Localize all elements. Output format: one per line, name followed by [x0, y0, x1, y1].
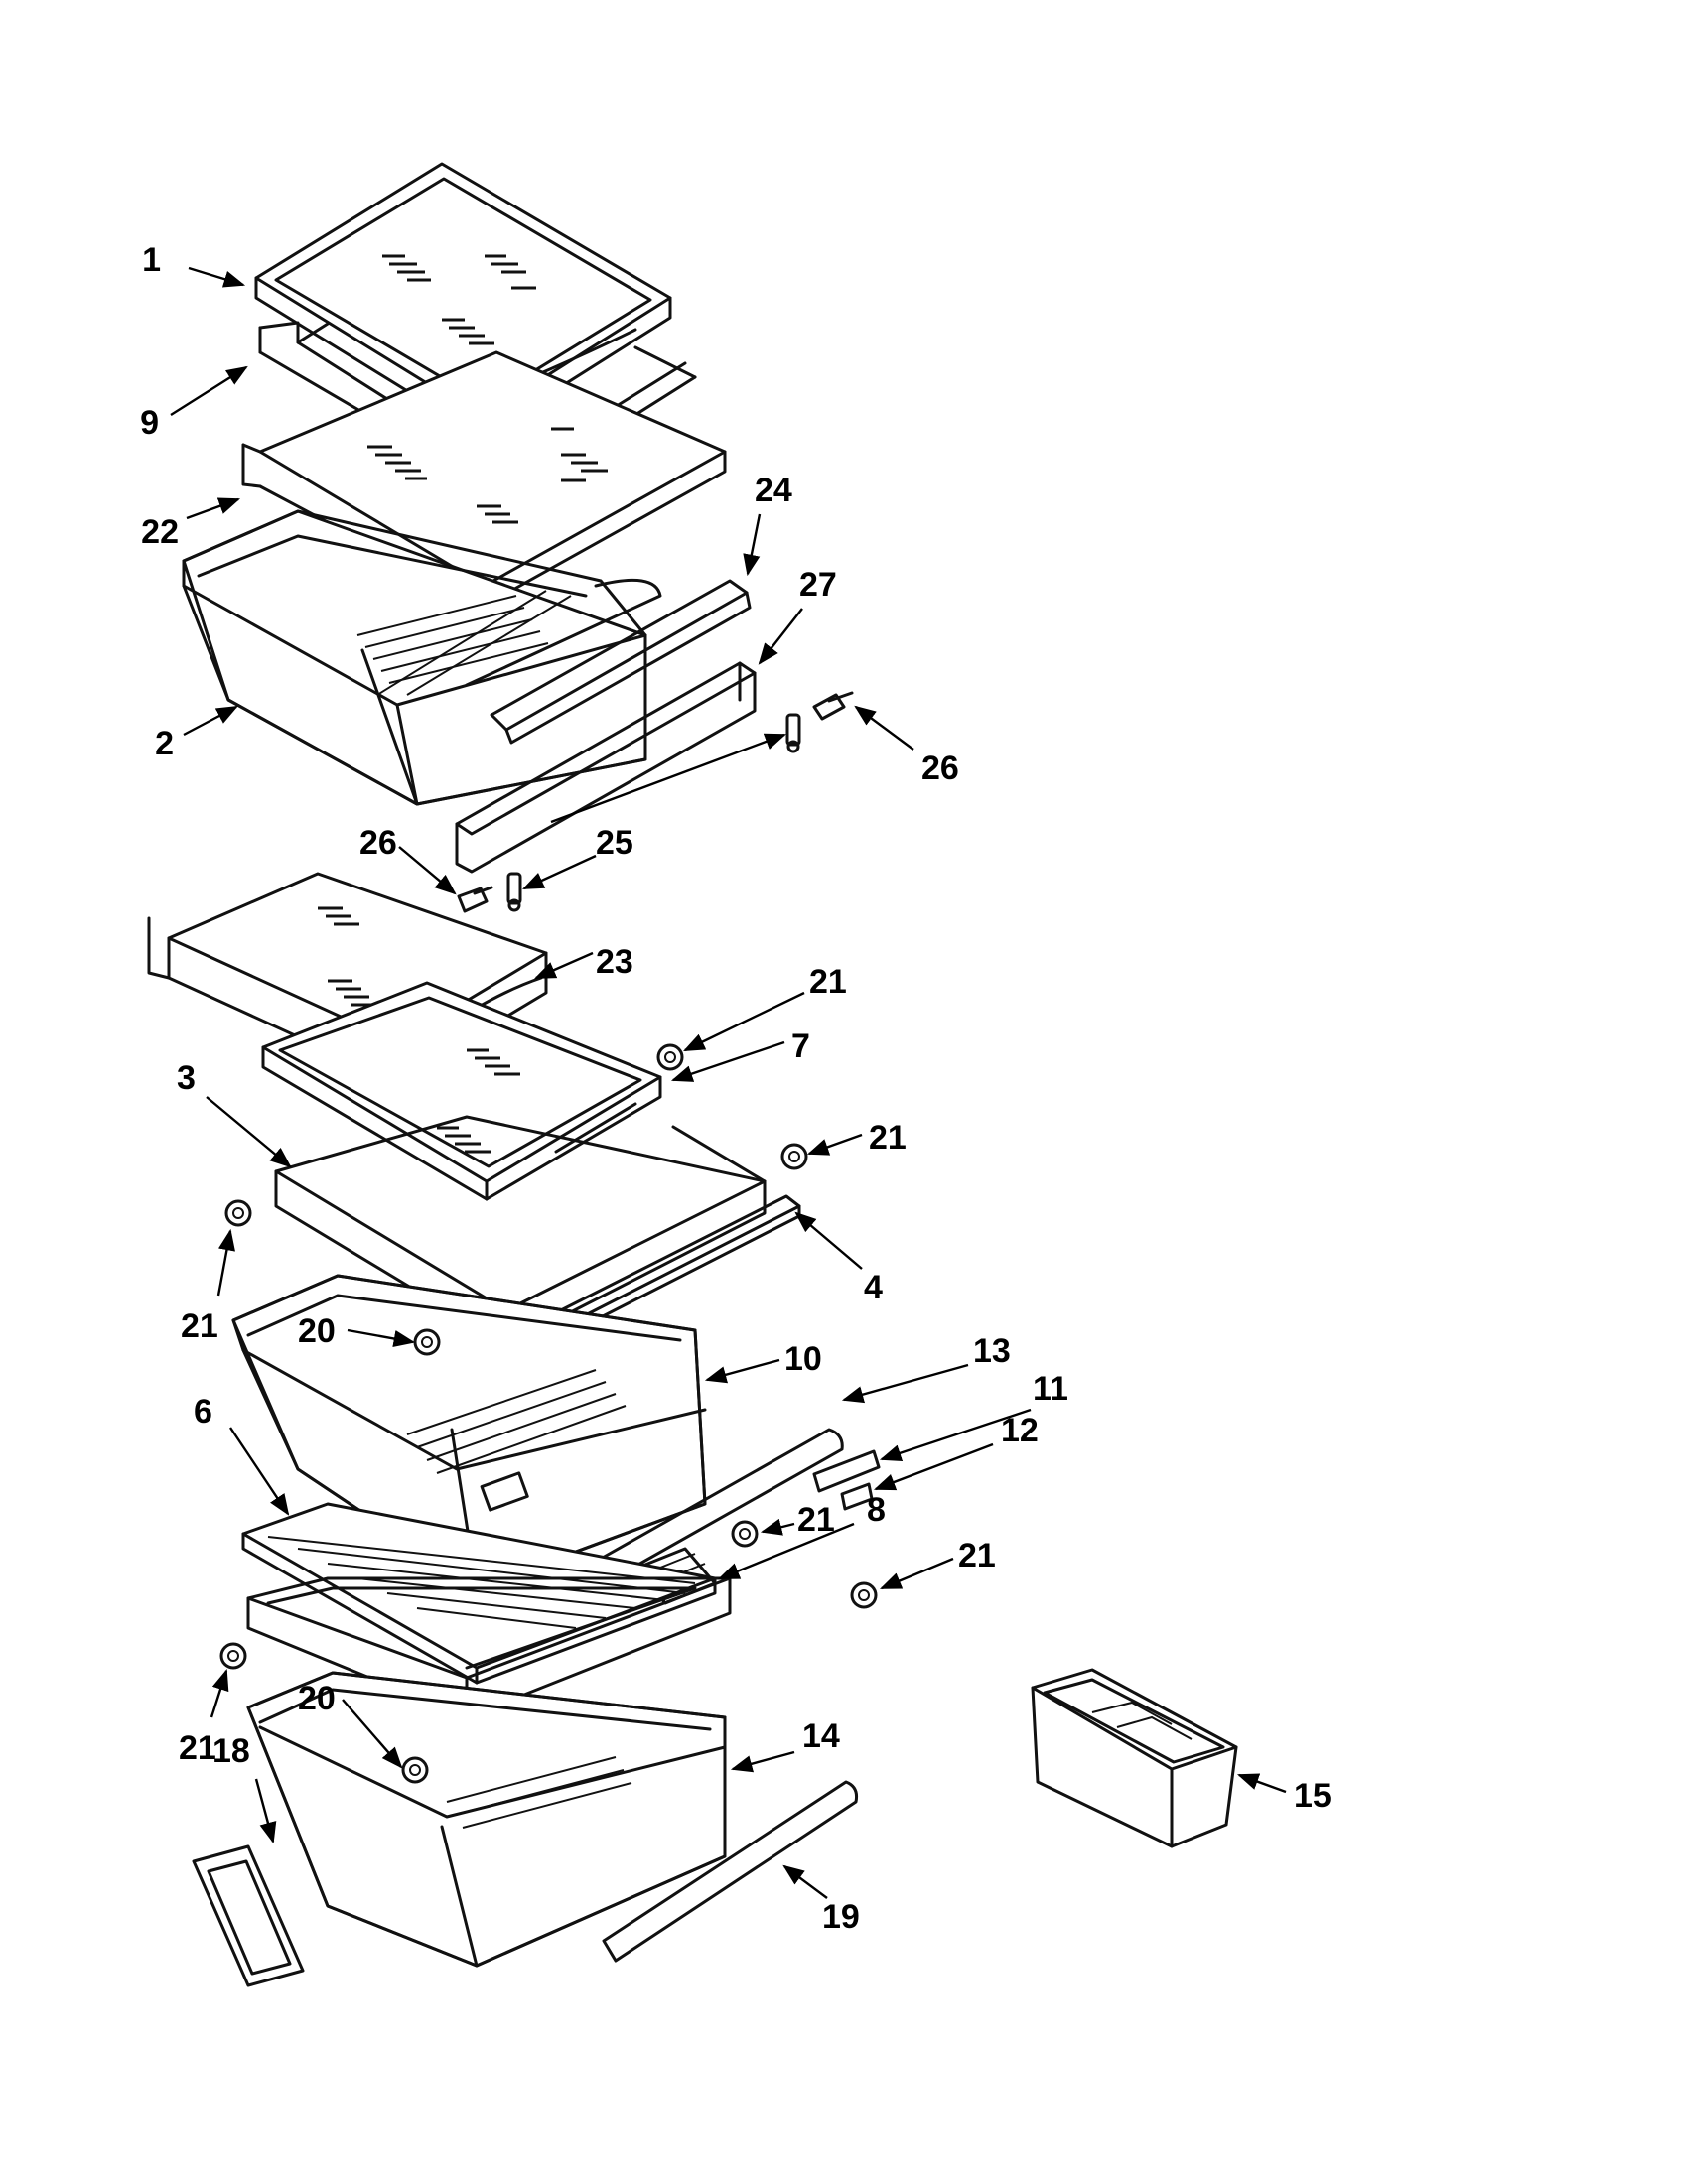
part-13-handle	[599, 1428, 844, 1580]
callout-21-c: 21	[181, 1307, 218, 1345]
callout-21-d: 21	[797, 1501, 835, 1539]
part-14-crisper-drawer	[246, 1671, 727, 1968]
part-12-slide	[840, 1482, 874, 1511]
callout-3: 3	[177, 1059, 196, 1097]
part-27-rail	[455, 661, 757, 874]
callout-27: 27	[799, 566, 837, 604]
part-26-screw-a	[812, 691, 854, 721]
callout-24: 24	[755, 472, 792, 509]
callout-26-upper: 26	[921, 750, 959, 787]
callout-26-lower: 26	[359, 824, 397, 862]
callout-21-a: 21	[809, 963, 847, 1001]
part-24-cover	[490, 579, 752, 745]
callout-2: 2	[155, 725, 174, 762]
part-18-label	[192, 1844, 305, 1987]
leader-lines	[170, 266, 1287, 1899]
callout-4: 4	[864, 1269, 883, 1306]
part-21-stop-b	[780, 1143, 808, 1170]
callout-12: 12	[1001, 1412, 1039, 1449]
callout-numbers: 1 9 22 24 27 26 2 25 26 23 21 7 3 21 21 …	[140, 241, 1332, 1936]
callout-13: 13	[973, 1332, 1011, 1370]
callout-23: 23	[596, 943, 633, 981]
callout-15: 15	[1294, 1777, 1332, 1815]
part-21-stop-c	[224, 1199, 252, 1227]
part-26-screw-b	[457, 886, 493, 913]
callout-8: 8	[867, 1491, 886, 1529]
callout-10: 10	[784, 1340, 822, 1378]
callout-20-lower: 20	[298, 1680, 336, 1717]
callout-21-f: 21	[179, 1729, 216, 1767]
callout-21-b: 21	[869, 1119, 907, 1157]
callout-1: 1	[142, 241, 161, 279]
part-21-stop-e	[850, 1581, 878, 1609]
part-25-screw-a	[785, 713, 801, 753]
part-7-glass-shelf	[261, 981, 662, 1201]
part-15-door-bin	[1031, 1668, 1238, 1848]
part-21-stop-d	[731, 1520, 759, 1548]
part-21-stop-a	[656, 1043, 684, 1071]
callout-19: 19	[822, 1898, 860, 1936]
part-11-control	[812, 1449, 881, 1493]
callout-22: 22	[141, 513, 179, 551]
callout-7: 7	[791, 1027, 810, 1065]
part-10-crisper-drawer	[231, 1274, 707, 1590]
part-21-stop-f	[219, 1642, 247, 1670]
callout-9: 9	[140, 404, 159, 442]
callout-25: 25	[596, 824, 633, 862]
callout-11: 11	[1033, 1370, 1068, 1408]
callout-20-upper: 20	[298, 1312, 336, 1350]
callout-18: 18	[212, 1732, 250, 1770]
part-25-screw-b	[506, 872, 522, 912]
part-20-stop-b	[401, 1756, 429, 1784]
callout-14: 14	[802, 1717, 840, 1755]
part-2-crisper-drawer	[182, 509, 662, 806]
part-19-handle	[602, 1780, 858, 1963]
part-1-glass-shelf	[254, 162, 672, 439]
callout-6: 6	[194, 1393, 212, 1431]
callout-21-e: 21	[958, 1537, 996, 1574]
